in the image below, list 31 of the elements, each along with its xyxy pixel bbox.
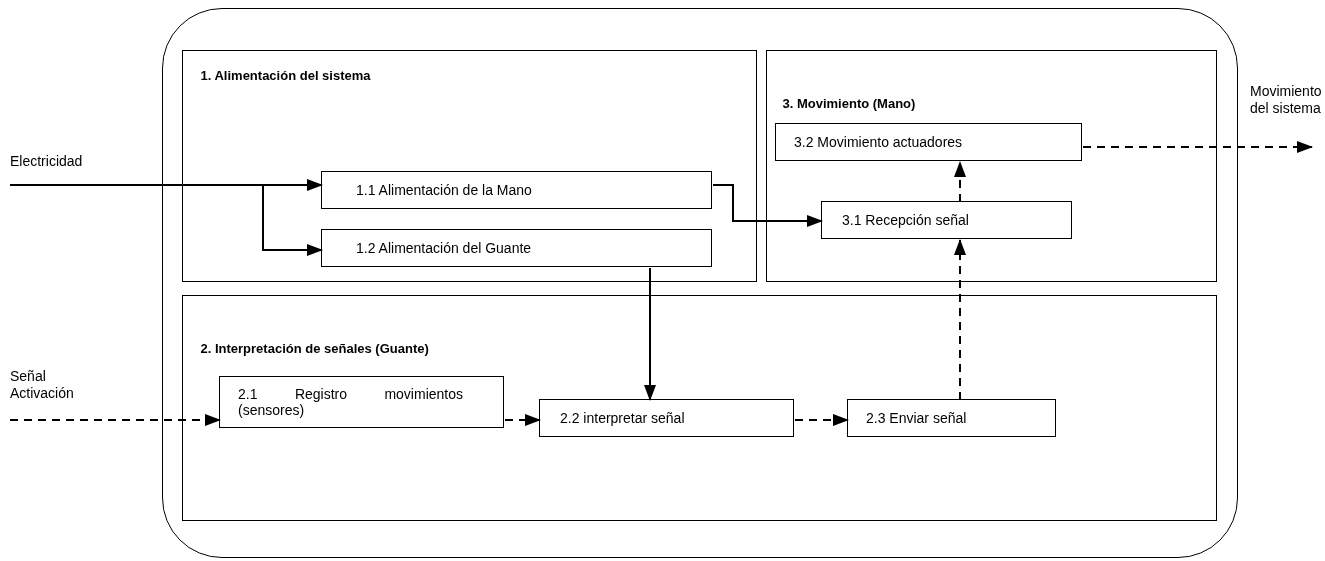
arrow bbox=[9, 414, 221, 426]
process-box bbox=[821, 201, 1072, 239]
arrow bbox=[954, 239, 966, 401]
process-label: 3.1 Recepción señal bbox=[842, 211, 969, 229]
subsystem-box bbox=[181, 294, 1217, 521]
arrow bbox=[504, 414, 541, 426]
arrow bbox=[712, 184, 823, 227]
process-label: 2.2 interpretar señal bbox=[560, 409, 685, 427]
subsystem-heading: 2. Interpretación de señales (Guante) bbox=[200, 341, 429, 357]
process-label: 2.3 Enviar señal bbox=[866, 409, 967, 427]
arrow bbox=[644, 267, 656, 401]
subsystem-box bbox=[765, 49, 1217, 282]
subsystem-heading: 3. Movimiento (Mano) bbox=[782, 96, 916, 112]
subsystem-heading: 1. Alimentación del sistema bbox=[200, 68, 371, 84]
process-label: 3.2 Movimiento actuadores bbox=[794, 133, 963, 151]
process-box bbox=[321, 229, 712, 267]
process-box bbox=[321, 171, 712, 209]
arrow bbox=[1082, 141, 1313, 153]
system-boundary bbox=[162, 8, 1238, 558]
process-label: 1.2 Alimentación del Guante bbox=[356, 239, 532, 257]
process-box bbox=[539, 399, 794, 437]
arrow bbox=[262, 184, 323, 256]
arrow bbox=[794, 414, 849, 426]
arrow bbox=[954, 161, 966, 203]
process-box bbox=[219, 376, 504, 428]
process-box bbox=[775, 123, 1082, 161]
subsystem-box bbox=[181, 49, 757, 282]
process-label: 2.1 Registro movimientos (sensores) bbox=[238, 385, 463, 419]
process-label: 1.1 Alimentación de la Mano bbox=[356, 181, 532, 199]
process-box bbox=[847, 399, 1056, 437]
arrow bbox=[9, 179, 323, 191]
